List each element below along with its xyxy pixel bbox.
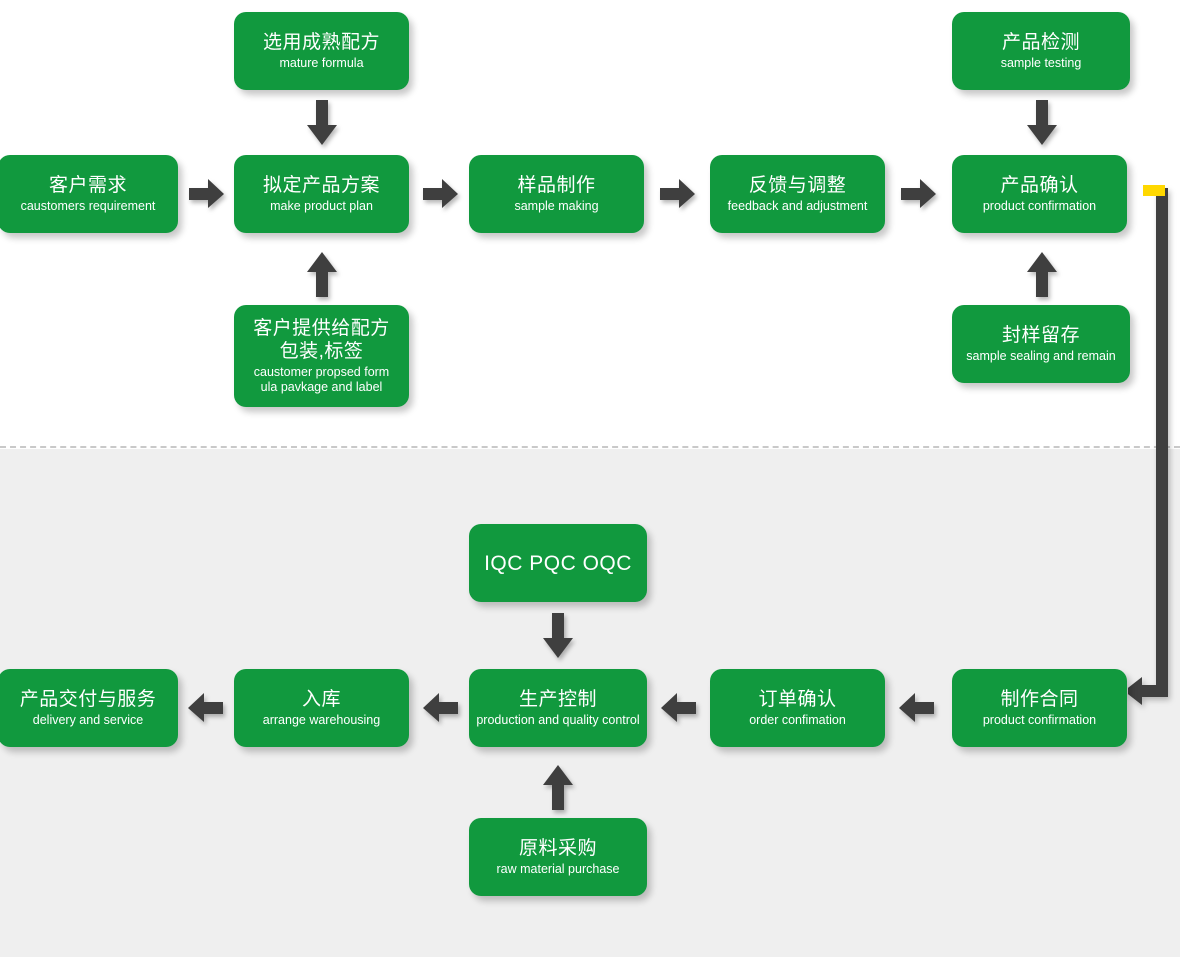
node-title-cn: 产品检测	[1001, 32, 1080, 53]
node-title-en: delivery and service	[32, 713, 144, 727]
node-title-cn: 产品交付与服务	[19, 689, 157, 710]
node-title-en: make product plan	[270, 199, 373, 213]
arrow-right-plan-to-sample	[423, 179, 459, 209]
node-title-en: feedback and adjustment	[727, 199, 868, 213]
node-title-en: raw material purchase	[496, 862, 620, 876]
node-product-confirmation[interactable]: 产品确认 product confirmation	[952, 155, 1127, 233]
connector-confirmation-to-contract	[1128, 182, 1180, 727]
node-title-cn: IQC PQC OQC	[484, 551, 632, 575]
arrow-down-iqc-to-production	[542, 613, 574, 659]
node-production-control[interactable]: 生产控制 production and quality control	[469, 669, 647, 747]
node-title-cn: 客户提供给配方 包装,标签	[253, 318, 390, 362]
node-sample-making[interactable]: 样品制作 sample making	[469, 155, 644, 233]
node-order-confirmation[interactable]: 订单确认 order confimation	[710, 669, 885, 747]
arrow-up-provided-to-plan	[306, 252, 338, 298]
node-title-cn: 反馈与调整	[748, 175, 847, 196]
arrow-right-feedback-to-confirmation	[901, 179, 937, 209]
arrow-left-order-to-production	[660, 693, 697, 723]
node-title-en: sample sealing and remain	[966, 349, 1116, 363]
node-feedback-adjustment[interactable]: 反馈与调整 feedback and adjustment	[710, 155, 885, 233]
connector-yellow-accent	[1143, 185, 1165, 196]
node-customer-provided-formula[interactable]: 客户提供给配方 包装,标签 caustomer propsed form ula…	[234, 305, 409, 407]
node-title-cn: 生产控制	[518, 689, 597, 710]
node-title-cn: 订单确认	[758, 689, 837, 710]
arrow-up-sealing-to-confirmation	[1026, 252, 1058, 298]
arrow-down-formula-to-plan	[306, 100, 338, 146]
node-title-cn: 产品确认	[1000, 175, 1079, 196]
node-title-cn: 制作合同	[1000, 689, 1079, 710]
node-title-en: caustomers requirement	[20, 199, 156, 213]
node-iqc-pqc-oqc[interactable]: IQC PQC OQC	[469, 524, 647, 602]
arrow-left-contract-to-order	[898, 693, 935, 723]
node-make-product-plan[interactable]: 拟定产品方案 make product plan	[234, 155, 409, 233]
arrow-left-warehousing-to-delivery	[187, 693, 224, 723]
node-sample-sealing[interactable]: 封样留存 sample sealing and remain	[952, 305, 1130, 383]
node-title-en: order confimation	[749, 713, 846, 727]
node-title-en: sample testing	[1000, 56, 1082, 70]
node-title-en: arrange warehousing	[262, 713, 381, 727]
node-make-contract[interactable]: 制作合同 product confirmation	[952, 669, 1127, 747]
node-title-en: mature formula	[279, 56, 364, 70]
section-divider	[0, 446, 1180, 448]
node-customer-requirement[interactable]: 客户需求 caustomers requirement	[0, 155, 178, 233]
node-title-cn: 选用成熟配方	[262, 32, 380, 53]
arrow-down-testing-to-confirmation	[1026, 100, 1058, 146]
arrow-left-production-to-warehousing	[422, 693, 459, 723]
arrow-up-raw-material-to-production	[542, 765, 574, 811]
arrow-right-requirement-to-plan	[189, 179, 225, 209]
arrow-right-sample-to-feedback	[660, 179, 696, 209]
node-title-en: production and quality control	[476, 713, 640, 727]
node-title-cn: 拟定产品方案	[262, 175, 380, 196]
node-sample-testing[interactable]: 产品检测 sample testing	[952, 12, 1130, 90]
node-title-en: caustomer propsed form ula pavkage and l…	[253, 365, 390, 394]
node-title-cn: 原料采购	[518, 838, 597, 859]
node-title-cn: 客户需求	[48, 175, 127, 196]
node-raw-material-purchase[interactable]: 原料采购 raw material purchase	[469, 818, 647, 896]
node-warehousing[interactable]: 入库 arrange warehousing	[234, 669, 409, 747]
node-title-cn: 样品制作	[517, 175, 596, 196]
node-title-cn: 入库	[301, 689, 341, 710]
node-title-cn: 封样留存	[1001, 325, 1080, 346]
node-title-en: product confirmation	[982, 199, 1097, 213]
node-title-en: sample making	[514, 199, 599, 213]
node-mature-formula[interactable]: 选用成熟配方 mature formula	[234, 12, 409, 90]
node-title-en: product confirmation	[982, 713, 1097, 727]
node-delivery-service[interactable]: 产品交付与服务 delivery and service	[0, 669, 178, 747]
